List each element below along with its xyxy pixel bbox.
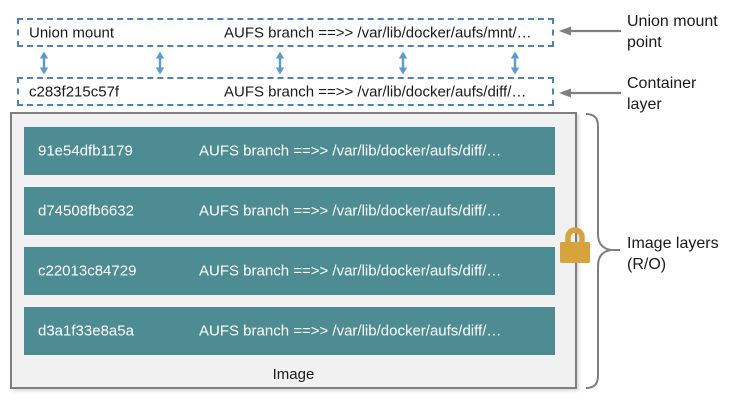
layer-branch-path: AUFS branch ==>> /var/lib/docker/aufs/di… — [199, 322, 502, 340]
image-layer-row: d74508fb6632 AUFS branch ==>> /var/lib/d… — [24, 187, 555, 235]
layer-id-label: 91e54dfb1179 — [38, 142, 133, 160]
left-arrow-icon — [559, 26, 621, 36]
layer-id-label: d74508fb6632 — [38, 202, 134, 220]
image-layers-annotation: Image layers (R/O) — [627, 235, 719, 273]
double-arrow-icon — [275, 51, 285, 75]
curly-brace-icon — [585, 113, 620, 389]
container-layer-annotation: Container layer — [627, 75, 697, 113]
union-mount-box: Union mount AUFS branch ==>> /var/lib/do… — [17, 18, 554, 47]
union-mount-branch-path: AUFS branch ==>> /var/lib/docker/aufs/mn… — [224, 24, 532, 41]
layer-branch-path: AUFS branch ==>> /var/lib/docker/aufs/di… — [199, 142, 502, 160]
image-layer-row: c22013c84729 AUFS branch ==>> /var/lib/d… — [24, 247, 555, 295]
layer-id-label: d3a1f33e8a5a — [38, 322, 134, 340]
left-arrow-icon — [559, 88, 621, 98]
container-id-label: c283f215c57f — [29, 83, 120, 100]
container-layer-box: c283f215c57f AUFS branch ==>> /var/lib/d… — [17, 77, 554, 106]
image-layer-row: d3a1f33e8a5a AUFS branch ==>> /var/lib/d… — [24, 307, 555, 355]
layer-branch-path: AUFS branch ==>> /var/lib/docker/aufs/di… — [199, 202, 502, 220]
image-layer-row: 91e54dfb1179 AUFS branch ==>> /var/lib/d… — [24, 127, 555, 175]
double-arrow-icon — [510, 51, 520, 75]
lock-icon — [560, 227, 590, 263]
layer-id-label: c22013c84729 — [38, 262, 137, 280]
union-mount-label: Union mount — [29, 24, 115, 41]
container-branch-path: AUFS branch ==>> /var/lib/docker/aufs/di… — [224, 83, 527, 100]
union-mount-point-annotation: Union mount point — [627, 13, 718, 51]
double-arrow-icon — [155, 51, 165, 75]
double-arrow-icon — [39, 51, 49, 75]
double-arrow-icon — [398, 51, 408, 75]
image-box: 91e54dfb1179 AUFS branch ==>> /var/lib/d… — [10, 112, 577, 389]
image-caption: Image — [272, 366, 315, 383]
layer-branch-path: AUFS branch ==>> /var/lib/docker/aufs/di… — [199, 262, 502, 280]
